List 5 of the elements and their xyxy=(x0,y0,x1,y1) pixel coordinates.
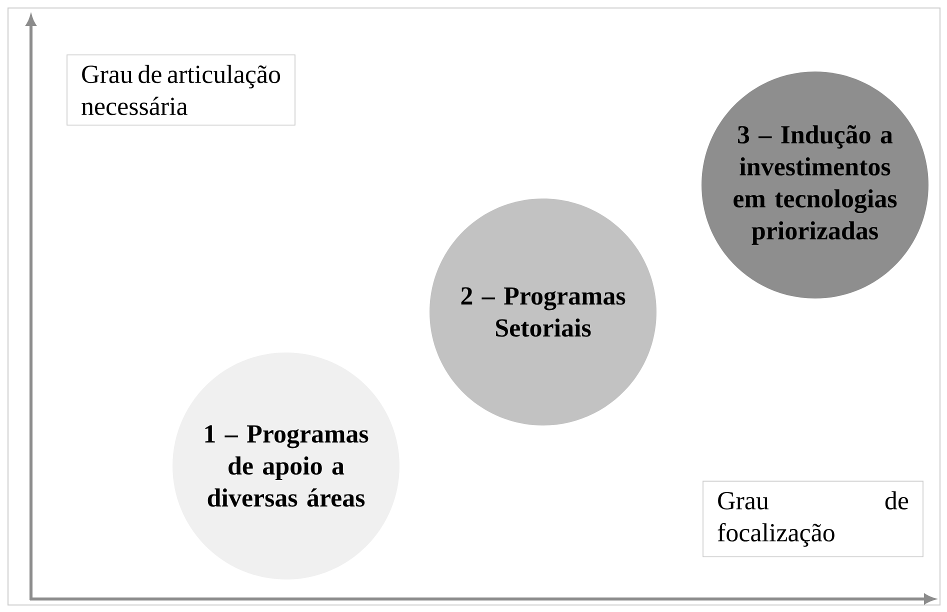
circle-label: 1 – Programas de apoio a diversas áreas xyxy=(172,352,400,580)
circle-label: 3 – Indução a investimentos em tecnologias priorizadas xyxy=(702,72,928,298)
axis-label-box: Grau de articulação necessária xyxy=(66,54,296,126)
circle-label: 2 – Programas Setoriais xyxy=(430,198,656,426)
axis-label-box: Grau de focalização xyxy=(702,480,924,558)
